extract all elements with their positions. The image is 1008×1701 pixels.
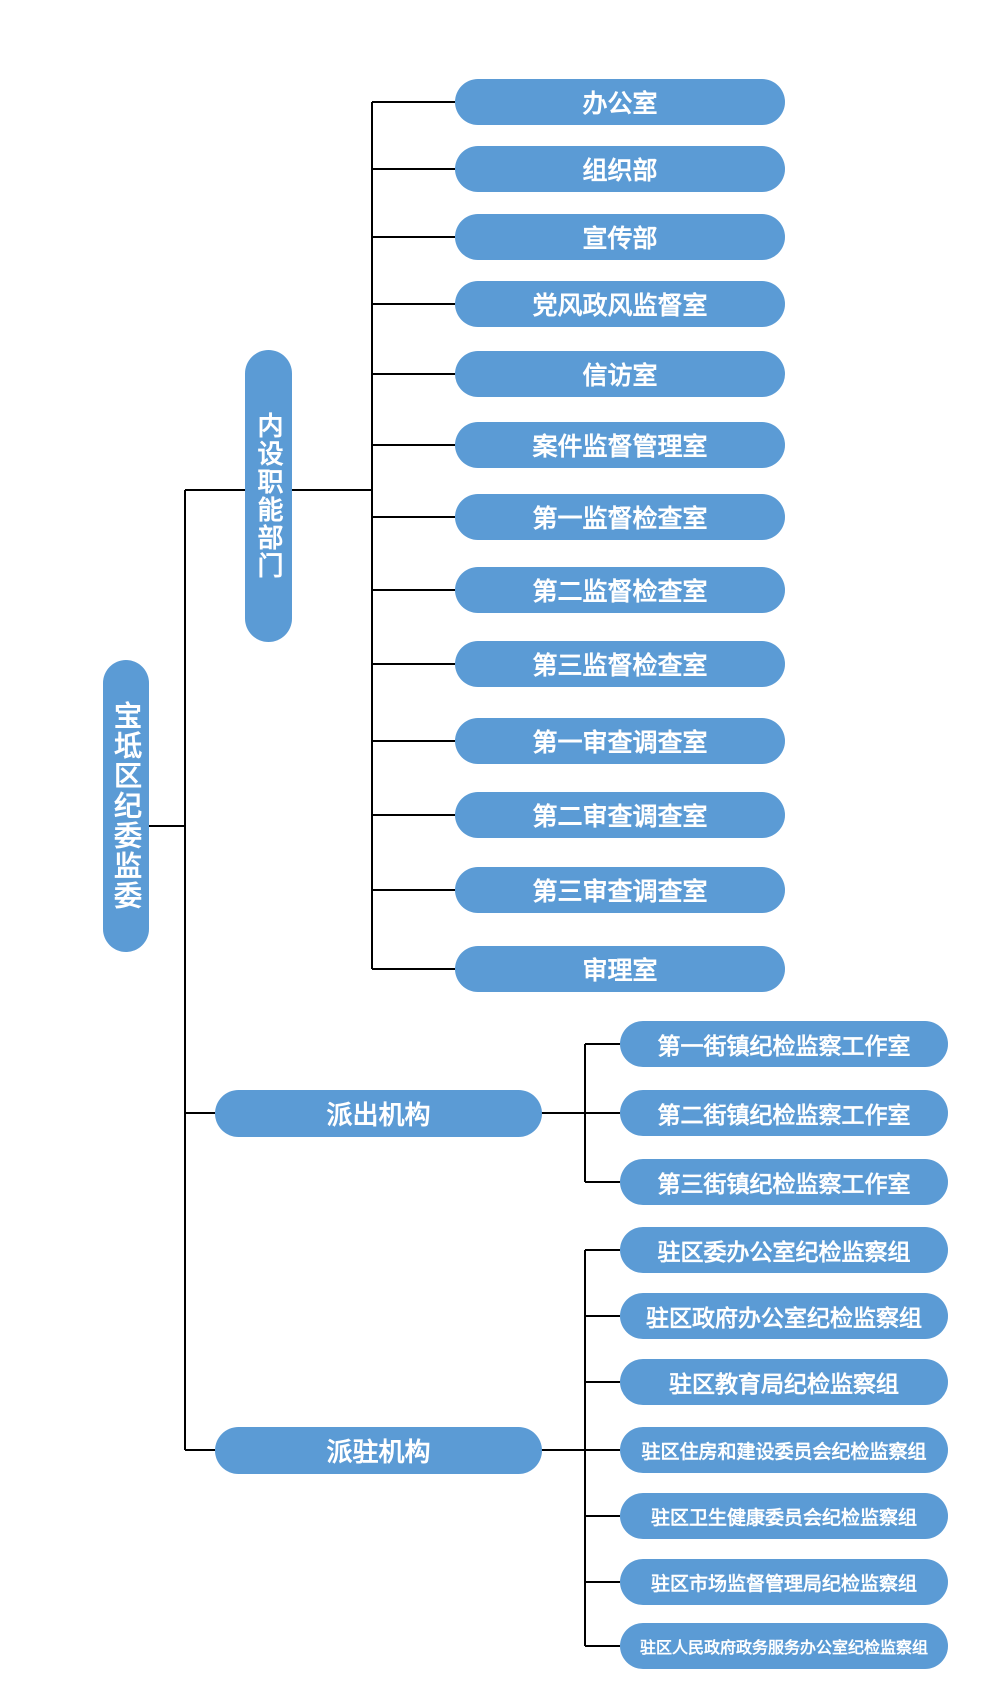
stationed-node: 驻区卫生健康委员会纪检监察组	[620, 1493, 948, 1539]
stationed-node: 驻区住房和建设委员会纪检监察组	[620, 1427, 948, 1473]
dispatched-node: 第二街镇纪检监察工作室	[620, 1090, 948, 1136]
dept-node: 第二审查调查室	[455, 792, 785, 838]
dept-node: 第一监督检查室	[455, 494, 785, 540]
internal-departments-node: 内设职能部门	[245, 350, 292, 642]
stationed-node: 驻区政府办公室纪检监察组	[620, 1293, 948, 1339]
dept-node: 第三审查调查室	[455, 867, 785, 913]
root-node: 宝坻区纪委监委	[103, 660, 149, 952]
dispatched-node: 第三街镇纪检监察工作室	[620, 1159, 948, 1205]
dept-node: 审理室	[455, 946, 785, 992]
stationed-node: 驻区委办公室纪检监察组	[620, 1227, 948, 1273]
stationed-agencies-node: 派驻机构	[215, 1427, 542, 1474]
dept-node: 信访室	[455, 351, 785, 397]
dept-node: 第一审查调查室	[455, 718, 785, 764]
stationed-node: 驻区教育局纪检监察组	[620, 1359, 948, 1405]
dept-node: 办公室	[455, 79, 785, 125]
dept-node: 宣传部	[455, 214, 785, 260]
dispatched-agencies-node: 派出机构	[215, 1090, 542, 1137]
dept-node: 第三监督检查室	[455, 641, 785, 687]
dept-node: 党风政风监督室	[455, 281, 785, 327]
stationed-node: 驻区市场监督管理局纪检监察组	[620, 1559, 948, 1605]
dept-node: 案件监督管理室	[455, 422, 785, 468]
dept-node: 组织部	[455, 146, 785, 192]
stationed-node: 驻区人民政府政务服务办公室纪检监察组	[620, 1623, 948, 1669]
dispatched-node: 第一街镇纪检监察工作室	[620, 1021, 948, 1067]
dept-node: 第二监督检查室	[455, 567, 785, 613]
